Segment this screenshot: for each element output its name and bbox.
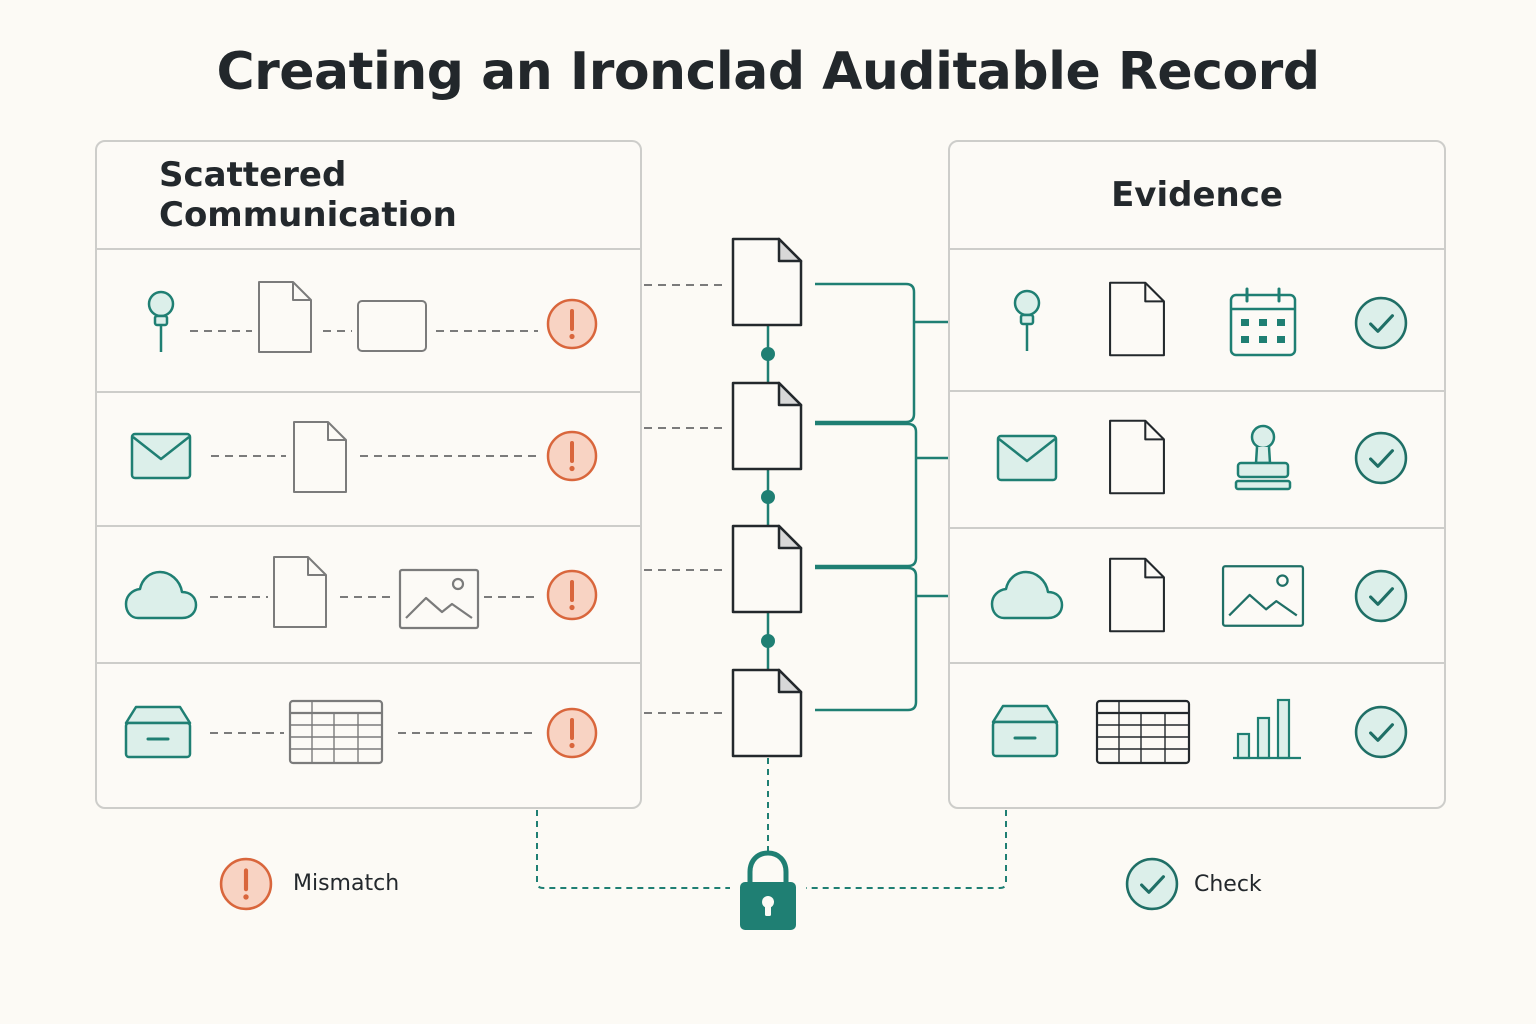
calendar-icon [1229,287,1297,357]
row-divider [97,525,640,527]
row-divider [950,662,1444,664]
document-icon [1109,281,1165,357]
page-title: Creating an Ironclad Auditable Record [216,42,1320,102]
image-icon [398,568,480,630]
document-icon [293,421,347,493]
check-icon [1354,705,1408,759]
check-icon [1354,569,1408,623]
mismatch-icon [546,569,598,621]
check-icon [1354,296,1408,350]
mismatch-icon [546,707,598,759]
evidence-brackets [815,282,948,712]
image-icon [1221,565,1305,627]
archive-box-icon [991,704,1059,758]
chain-node [761,634,775,648]
evidence-row-2 [996,419,1408,495]
evidence-row-3 [990,557,1408,633]
envelope-icon [996,434,1058,482]
scattered-communication-title: Scattered Communication [97,142,640,250]
pin-icon [1013,289,1041,353]
lock-links [536,758,1007,889]
document-icon [731,237,803,327]
bar-chart-icon [1232,698,1302,760]
check-icon [1354,431,1408,485]
center-inbound-links [644,284,726,714]
blank-card-icon [357,300,427,352]
mismatch-icon [546,298,598,350]
document-icon [273,556,327,628]
chain-node [761,490,775,504]
document-icon [258,281,312,353]
document-chain [761,326,775,670]
legend-check-icon [1125,857,1179,911]
evidence-title: Evidence [950,142,1444,250]
chain-node [761,347,775,361]
document-icon [731,668,803,758]
evidence-row-1 [1013,281,1408,357]
document-icon [731,381,803,471]
cloud-icon [124,570,198,620]
row-divider [97,662,640,664]
left-row-connectors [190,330,538,734]
archive-box-icon [124,705,192,759]
row-divider [950,527,1444,529]
spreadsheet-icon [288,699,384,765]
mismatch-icon [546,430,598,482]
cloud-icon [990,570,1064,620]
evidence-row-4 [991,698,1408,765]
stamp-icon [1234,424,1292,491]
padlock-icon [740,853,796,930]
row-divider [950,390,1444,392]
document-icon [731,524,803,614]
scattered-communication-panel: Scattered Communication [95,140,642,809]
document-icon [1109,419,1165,495]
spreadsheet-icon [1095,699,1191,765]
legend-check-label: Check [1194,872,1262,897]
row-divider [97,391,640,393]
scattered-row-3 [124,556,598,630]
document-icon [1109,557,1165,633]
scattered-row-1 [147,281,598,354]
legend-mismatch-icon [221,859,271,909]
envelope-icon [130,432,192,480]
pin-icon [147,290,175,354]
legend-mismatch-label: Mismatch [293,871,400,896]
